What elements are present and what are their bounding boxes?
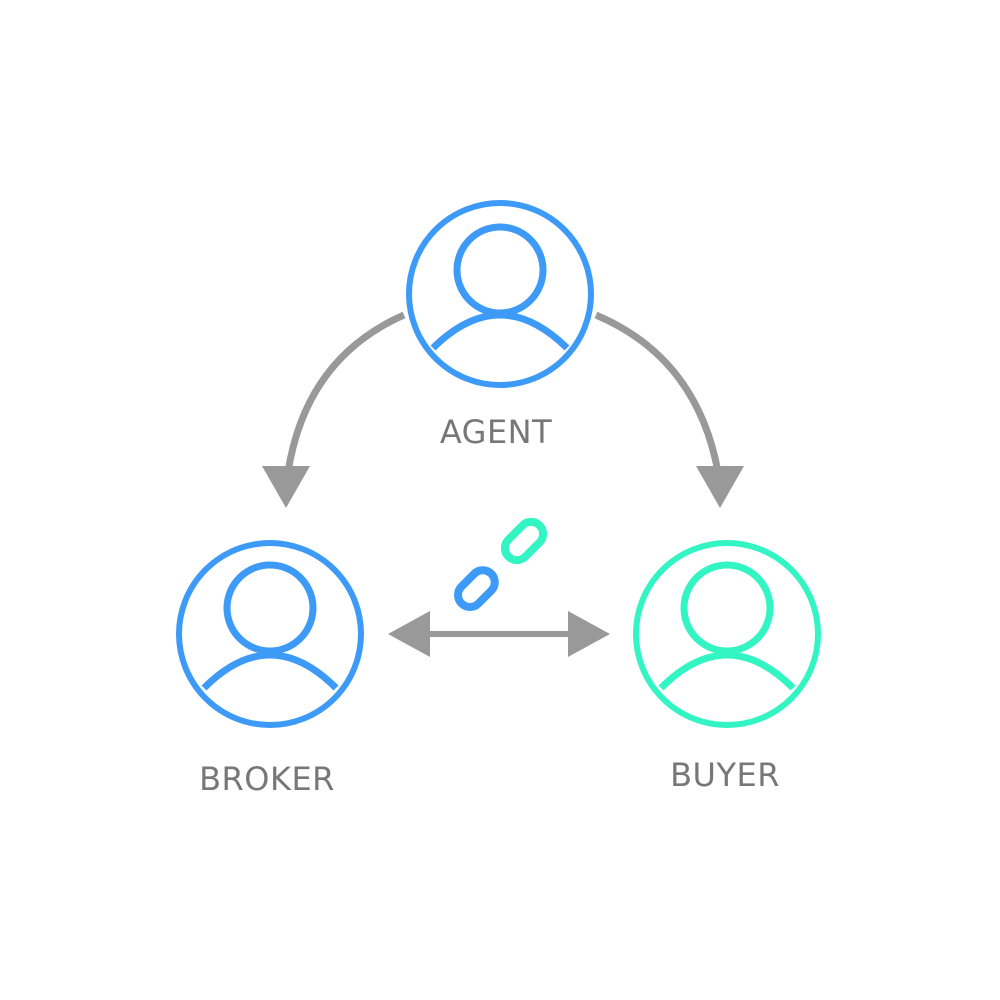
arrowhead-left (388, 611, 430, 657)
broker-label: BROKER (199, 760, 335, 798)
node-agent (406, 200, 594, 388)
arrowhead-buyer (696, 466, 744, 508)
agent-label: AGENT (439, 413, 553, 451)
arrow-agent-to-buyer (594, 311, 744, 508)
double-arrow-broker-buyer (388, 611, 610, 657)
arrowhead-right (568, 611, 610, 657)
arrow-agent-to-broker (262, 311, 406, 508)
user-icon (430, 223, 570, 351)
broker-circle (176, 540, 364, 728)
agent-circle (406, 200, 594, 388)
chain-link-blue (454, 566, 499, 611)
arrowhead-broker (262, 466, 310, 508)
user-icon (658, 561, 796, 691)
chain-link-icon (454, 517, 548, 611)
buyer-circle (633, 540, 821, 728)
node-broker (176, 540, 364, 728)
node-buyer (633, 540, 821, 728)
user-icon (201, 561, 339, 691)
buyer-label: BUYER (670, 756, 780, 794)
chain-link-green (500, 517, 548, 565)
